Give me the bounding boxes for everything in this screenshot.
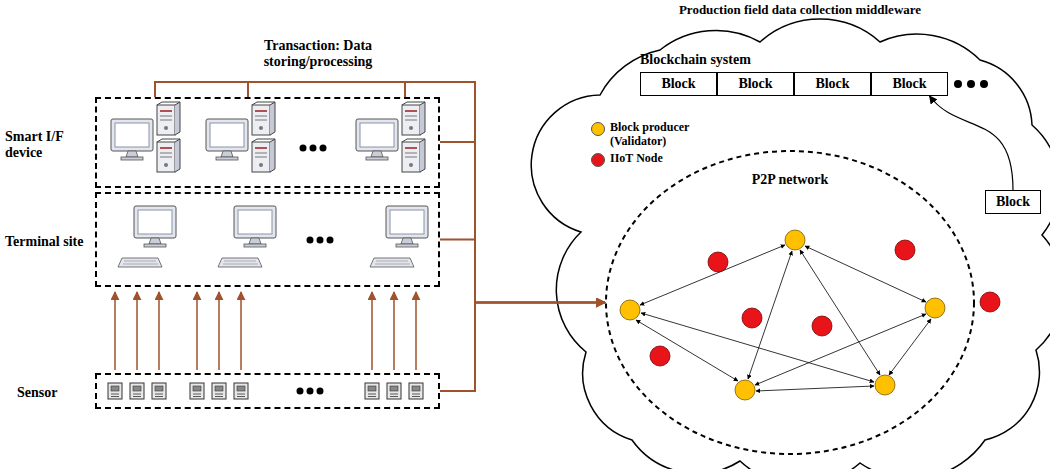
legend-text: IIoT Node: [610, 152, 710, 166]
chain-ellipsis: [954, 80, 988, 88]
block-box: Block: [794, 72, 871, 96]
transaction-bracket: [155, 82, 475, 142]
network-label: P2P network: [605, 172, 975, 188]
connector: [440, 303, 605, 392]
block-label: Block: [815, 76, 849, 92]
block-label: Block: [661, 76, 695, 92]
legend-swatch: [591, 153, 605, 167]
free-label: Blockchain system: [640, 52, 790, 68]
legend-swatch: [591, 122, 605, 136]
block-box: Block: [985, 190, 1041, 214]
p2p-ellipse: [605, 150, 975, 455]
diagram-title: Production field data collection middlew…: [640, 3, 960, 18]
validator-dots: [620, 230, 945, 400]
row-label: Terminal site: [5, 234, 83, 250]
terminal-icons: [118, 206, 428, 267]
block-box: Block: [871, 72, 948, 96]
block-label: Block: [892, 76, 926, 92]
device-row: Sensor: [95, 373, 440, 409]
p2p-outline: [606, 151, 974, 454]
smart-device-icons: [111, 102, 425, 172]
free-label: Transaction: Data storing/processing: [228, 38, 408, 70]
block-label: Block: [738, 76, 772, 92]
row-label: Sensor: [17, 385, 57, 401]
device-row: Smart I/F device: [95, 97, 440, 188]
iiot-dots: [650, 240, 1000, 366]
row-label: Smart I/F device: [5, 129, 93, 161]
middleware-cloud: [531, 19, 1050, 469]
sensor-arrows: [115, 292, 416, 370]
p2p-network: P2P network: [605, 150, 975, 455]
legend-text: Block producer (Validator): [610, 121, 710, 149]
block-label: Block: [996, 194, 1030, 210]
device-row: Terminal site: [95, 192, 440, 287]
connector: [440, 240, 605, 303]
p2p-links: [636, 245, 931, 391]
block-box: Block: [640, 72, 717, 96]
block-box: Block: [717, 72, 794, 96]
connector: [930, 96, 1014, 190]
sensor-icons: [108, 383, 423, 399]
connector: [440, 142, 605, 303]
